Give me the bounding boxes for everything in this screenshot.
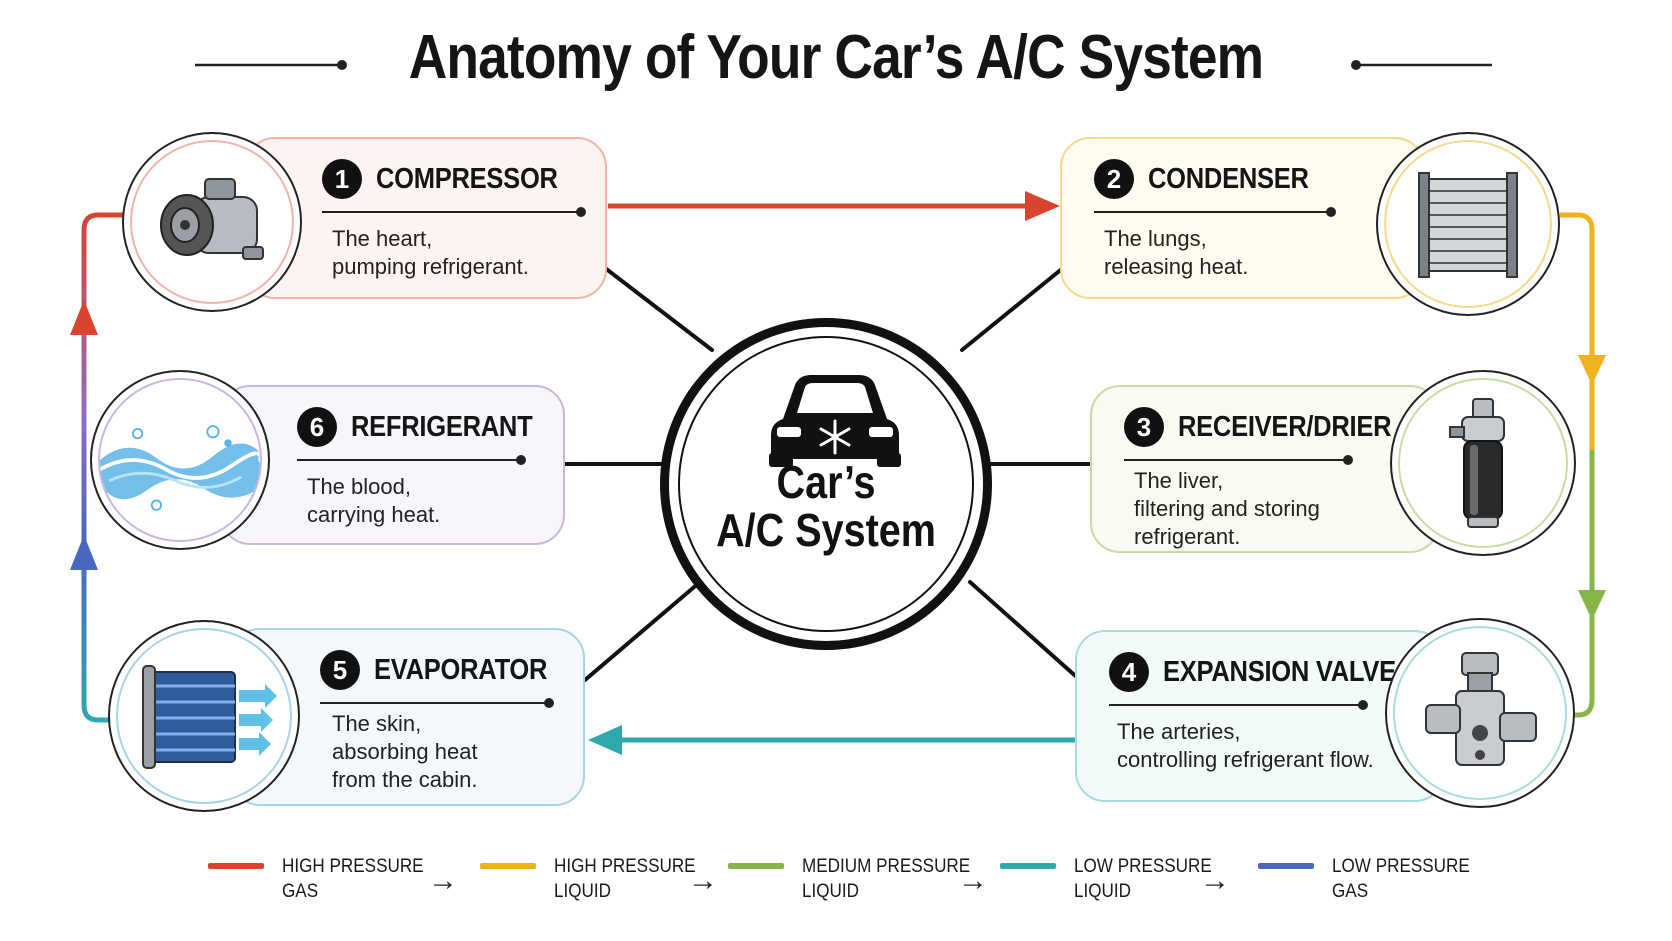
step-number: 2 [1094,159,1134,199]
card-rule [297,455,526,465]
condenser-icon [1418,172,1518,278]
component-description: The skin, absorbing heat from the cabin. [332,711,478,792]
flow-arrow-condenser [1025,191,1060,221]
card-refrigerant: 6 REFRIGERANT The blood, carrying heat. [220,385,565,545]
legend-item-medium-pressure-liquid: MEDIUM PRESSURE LIQUID [728,854,989,904]
legend-label: MEDIUM PRESSURE LIQUID [802,856,971,902]
legend-arrow-icon: → [958,864,988,897]
bubble-compressor [122,132,302,312]
card-rule [1094,207,1336,217]
bubble-expansion-valve [1385,618,1575,808]
flow-arrow-up-blue [70,535,98,570]
step-number: 5 [320,650,360,690]
step-number: 1 [322,159,362,199]
evaporator-icon [142,665,277,769]
card-compressor: 1 COMPRESSOR The heart, pumping refriger… [245,137,607,299]
component-name: CONDENSER [1148,162,1309,195]
hub-title-line1: Car’s [776,456,876,508]
title-rule-right-dot [1351,60,1361,70]
bubble-evaporator [108,620,300,812]
bubble-receiver-drier [1390,370,1576,556]
hub-spokes [563,266,1110,682]
component-name: EVAPORATOR [374,653,548,686]
title-rule-left-dot [337,60,347,70]
component-name: EXPANSION VALVE [1163,655,1396,688]
card-receiver-drier: 3 RECEIVER/DRIER The liver, filtering an… [1090,385,1440,553]
legend-item-low-pressure-liquid: LOW PRESSURE LIQUID [1000,854,1227,904]
hub-title-line2: A/C System [716,504,936,556]
page-title: Anatomy of Your Car’s A/C System [408,23,1264,92]
component-description: The blood, carrying heat. [307,474,441,527]
card-rule [320,698,554,708]
component-description: The lungs, releasing heat. [1104,226,1249,279]
flow-arrow-receiver [1578,355,1606,385]
flow-arrow-up-red [70,300,98,335]
flow-condenser-to-receiver [1560,212,1595,450]
legend-label: LOW PRESSURE LIQUID [1074,856,1212,902]
flow-arrow-evaporator [588,725,622,755]
card-rule [1124,455,1353,465]
component-description: The liver, filtering and storing refrige… [1134,468,1320,549]
compressor-icon [160,178,264,260]
legend-swatch [480,863,536,869]
legend-label: LOW PRESSURE GAS [1332,856,1470,902]
receiver-drier-icon [1449,398,1505,528]
expansion-valve-icon [1425,652,1537,766]
component-name: COMPRESSOR [376,162,558,195]
legend-arrow-icon: → [688,864,718,897]
car-snowflake-icon [769,375,901,467]
bubble-refrigerant [90,370,270,550]
legend-item-high-pressure-liquid: HIGH PRESSURE LIQUID [480,854,711,904]
legend-swatch [1000,863,1056,869]
flow-arrow-expansion [1578,590,1606,620]
legend-label: HIGH PRESSURE GAS [282,856,424,902]
legend-swatch [208,863,264,869]
card-rule [1109,700,1368,710]
legend-arrow-icon: → [428,864,458,897]
legend-arrow-icon: → [1200,864,1230,897]
legend-item-low-pressure-gas: LOW PRESSURE GAS [1258,854,1485,904]
step-number: 3 [1124,407,1164,447]
flow-receiver-to-expansion [1565,450,1595,718]
step-number: 6 [297,407,337,447]
flow-evaporator-to-compressor [81,212,125,723]
card-expansion-valve: 4 EXPANSION VALVE The arteries, controll… [1075,630,1445,802]
card-condenser: 2 CONDENSER The lungs, releasing heat. [1060,137,1425,299]
legend-item-high-pressure-gas: HIGH PRESSURE GAS [208,854,439,904]
step-number: 4 [1109,652,1149,692]
component-name: RECEIVER/DRIER [1178,410,1392,443]
hub-inner-ring [678,336,974,632]
component-description: The heart, pumping refrigerant. [332,226,529,279]
card-rule [322,207,586,217]
bubble-condenser [1376,132,1560,316]
legend-swatch [728,863,784,869]
legend-label: HIGH PRESSURE LIQUID [554,856,696,902]
component-name: REFRIGERANT [351,410,533,443]
component-description: The arteries, controlling refrigerant fl… [1117,719,1374,772]
legend-swatch [1258,863,1314,869]
central-hub: Car’s A/C System [660,318,992,650]
water-wave-icon [100,425,260,511]
